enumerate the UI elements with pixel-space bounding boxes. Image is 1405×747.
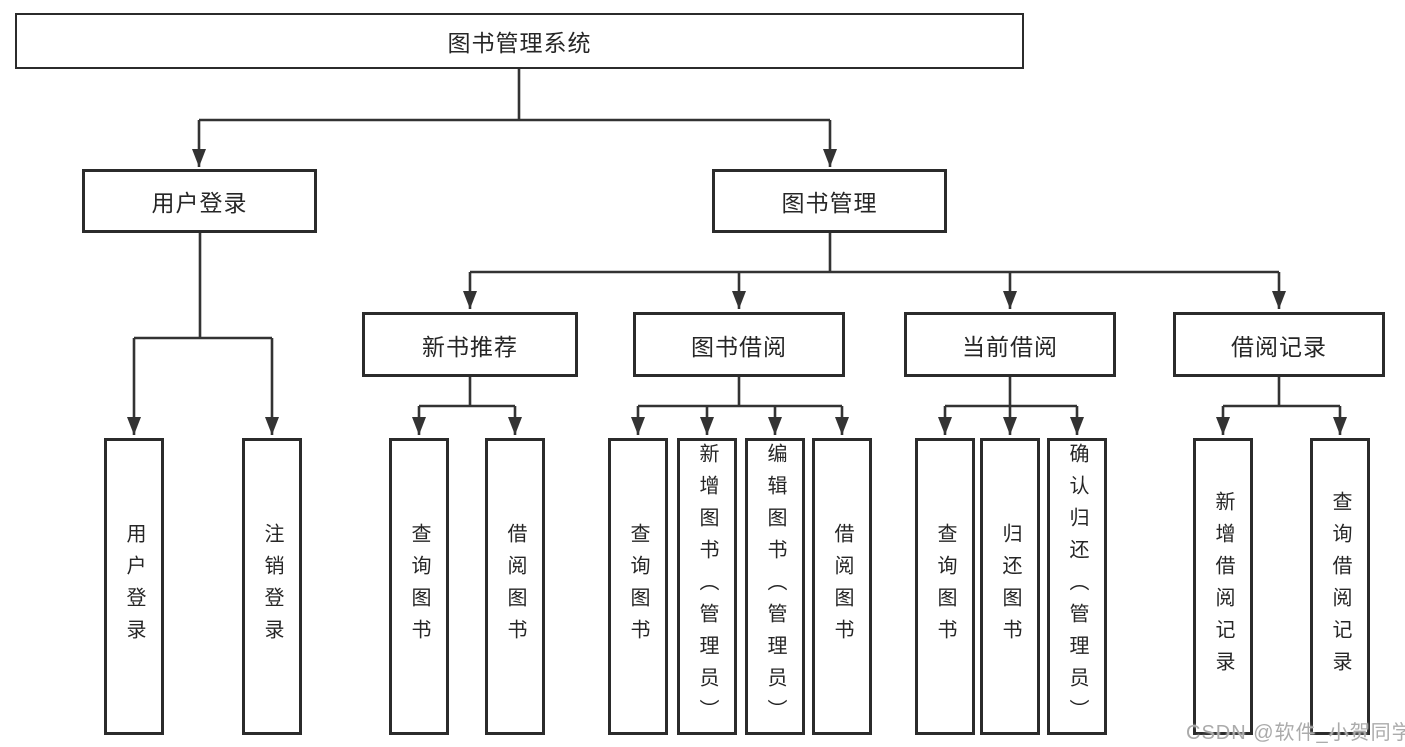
node-book-management-label: 图书管理: [781, 190, 878, 216]
node-library-system-label: 图书管理系统: [447, 30, 592, 56]
node-user-login-label: 用户登录: [151, 190, 248, 216]
leaf-borrow-query-books-label: 查询图书: [627, 522, 649, 651]
leaf-add-borrow-record-label: 新增借阅记录: [1212, 490, 1234, 683]
node-new-book-recommendation-label: 新书推荐: [422, 333, 518, 360]
leaf-confirm-return-admin: 确认归还（管理员）: [1047, 438, 1107, 735]
leaf-newbook-borrow-books-label: 借阅图书: [504, 522, 526, 651]
node-borrowing-records: 借阅记录: [1173, 312, 1385, 377]
connector-new-book-stem: [419, 377, 515, 408]
leaf-confirm-return-admin-label: 确认归还（管理员）: [1066, 442, 1088, 731]
leaf-add-books-admin-label: 新增图书（管理员）: [696, 442, 718, 731]
leaf-borrow-books: 借阅图书: [812, 438, 872, 735]
connector-current-borrow-stem: [945, 377, 1077, 408]
connector-book-borrow-stem: [638, 377, 842, 408]
leaf-query-borrow-record-label: 查询借阅记录: [1329, 490, 1351, 683]
node-current-borrowing: 当前借阅: [904, 312, 1116, 377]
leaf-logout-login-label: 注销登录: [261, 522, 283, 651]
connector-book-management-stem: [470, 233, 1279, 274]
leaf-logout-login: 注销登录: [242, 438, 302, 735]
leaf-user-login-label: 用户登录: [123, 522, 145, 651]
node-user-login: 用户登录: [82, 169, 317, 233]
leaf-current-query-books: 查询图书: [915, 438, 975, 735]
leaf-add-borrow-record: 新增借阅记录: [1193, 438, 1253, 735]
leaf-edit-books-admin-label: 编辑图书（管理员）: [764, 442, 786, 731]
node-library-system: 图书管理系统: [15, 13, 1024, 69]
watermark: CSDN @软件_小贺同学: [1186, 722, 1405, 744]
leaf-newbook-query-books: 查询图书: [389, 438, 449, 735]
leaf-borrow-query-books: 查询图书: [608, 438, 668, 735]
leaf-return-books-label: 归还图书: [999, 522, 1021, 651]
node-book-borrowing-label: 图书借阅: [691, 333, 787, 360]
leaf-newbook-borrow-books: 借阅图书: [485, 438, 545, 735]
connector-borrow-record-stem: [1223, 377, 1340, 408]
node-book-management: 图书管理: [712, 169, 947, 233]
node-book-borrowing: 图书借阅: [633, 312, 845, 377]
node-borrowing-records-label: 借阅记录: [1231, 333, 1327, 360]
leaf-current-query-books-label: 查询图书: [934, 522, 956, 651]
leaf-add-books-admin: 新增图书（管理员）: [677, 438, 737, 735]
leaf-newbook-query-books-label: 查询图书: [408, 522, 430, 651]
node-current-borrowing-label: 当前借阅: [962, 333, 1058, 360]
connector-user-login-stem: [134, 233, 272, 340]
leaf-query-borrow-record: 查询借阅记录: [1310, 438, 1370, 735]
node-new-book-recommendation: 新书推荐: [362, 312, 578, 377]
leaf-borrow-books-label: 借阅图书: [831, 522, 853, 651]
leaf-edit-books-admin: 编辑图书（管理员）: [745, 438, 805, 735]
leaf-return-books: 归还图书: [980, 438, 1040, 735]
connector-root-stem: [199, 67, 830, 122]
leaf-user-login: 用户登录: [104, 438, 164, 735]
